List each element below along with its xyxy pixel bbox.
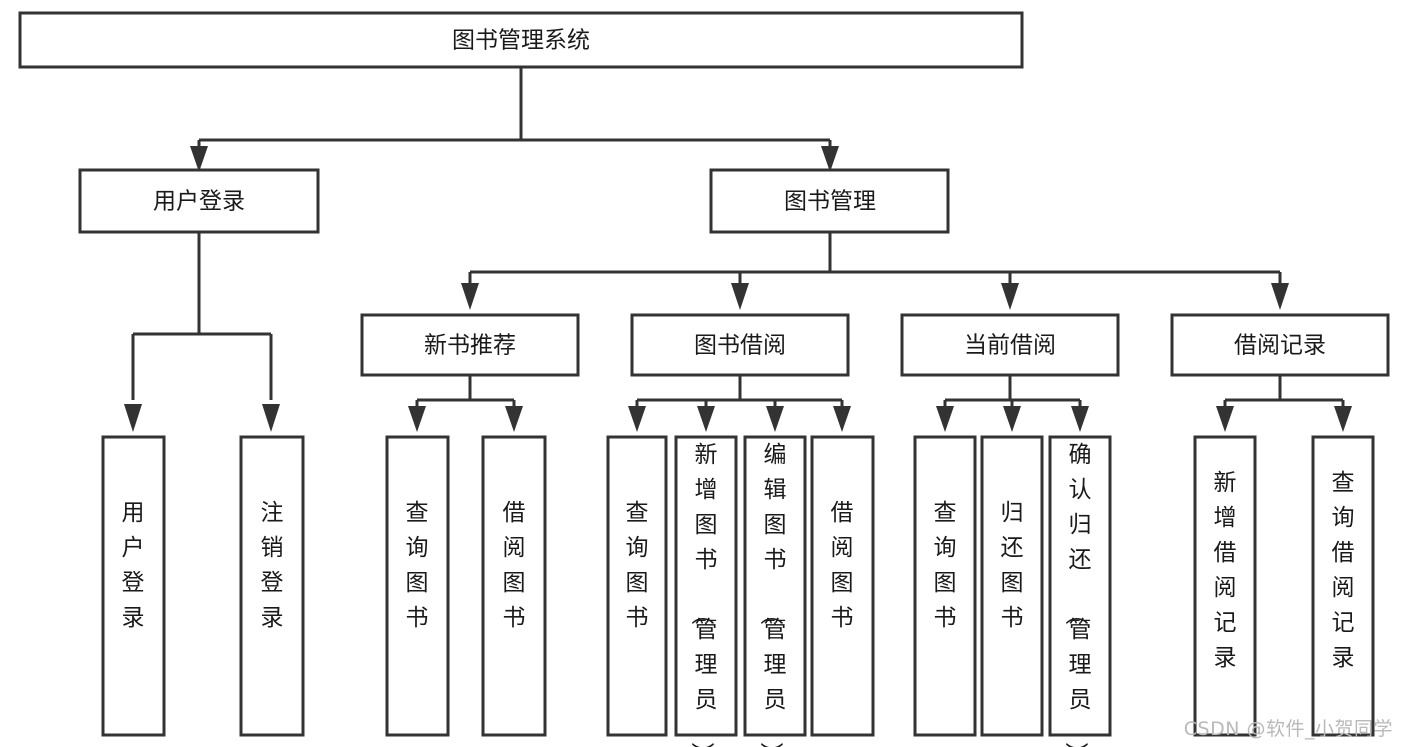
leaf-borrow-book-1-box[interactable] [481, 435, 547, 737]
arrow-to-leaf-confirm-return [1071, 406, 1089, 432]
leaf-query-book-3-label: 查询图书 [934, 500, 957, 631]
arrow-to-leaf-user-login [124, 404, 142, 432]
edge-bookborrow-to-leaves-bus [635, 375, 844, 408]
arrow-to-user-login [190, 146, 208, 172]
leaf-add-book-label: 新增图书（管理员） [689, 442, 718, 747]
node-new-book-recommend[interactable]: 新书推荐 [360, 313, 580, 377]
leaf-node-add-book-admin[interactable]: 新增图书（管理员） [674, 435, 738, 747]
root-label: 图书管理系统 [452, 28, 590, 54]
edge-root-to-level2-bus [197, 67, 832, 158]
arrow-to-leaf-edit-book [766, 406, 784, 432]
arrow-to-borrow-record [1271, 283, 1289, 310]
leaf-confirm-return-box[interactable] [1048, 435, 1112, 737]
book-management-box[interactable] [709, 168, 950, 234]
leaf-query-book-1-label: 查询图书 [406, 500, 429, 631]
edge-borrowrecord-to-leaves-bus [1223, 375, 1345, 408]
leaf-return-book-label: 归还图书 [1001, 500, 1024, 631]
leaf-borrow-book-1-label: 借阅图书 [503, 500, 526, 631]
leaf-add-record-box[interactable] [1193, 435, 1257, 737]
arrow-to-leaf-borrow-book-1 [505, 406, 523, 432]
book-borrow-box[interactable] [630, 313, 850, 377]
csdn-watermark: CSDN @软件_小贺同学 [1183, 718, 1393, 740]
edge-userlogin-to-leaves-bus [131, 232, 273, 400]
edge-currentborrow-to-leaves-bus [943, 375, 1082, 408]
leaf-node-add-borrow-record[interactable]: 新增借阅记录 [1193, 435, 1257, 737]
leaf-logout-label: 注销登录 [261, 500, 284, 631]
arrow-to-leaf-query-book-3 [936, 406, 954, 432]
leaf-query-record-box[interactable] [1311, 435, 1375, 737]
current-borrow-box[interactable] [900, 313, 1120, 377]
arrow-to-current-borrow [1001, 283, 1019, 310]
leaf-query-book-2-label: 查询图书 [626, 500, 649, 631]
leaf-user-login-box[interactable] [101, 435, 166, 737]
edge-newbook-to-leaves-bus [415, 375, 516, 408]
leaf-node-edit-book-admin[interactable]: 编辑图书（管理员） [743, 435, 807, 747]
leaf-node-query-borrow-record[interactable]: 查询借阅记录 [1311, 435, 1375, 737]
arrow-to-book-borrow [731, 283, 749, 310]
book-management-label: 图书管理 [784, 189, 876, 215]
leaf-node-user-login[interactable]: 用户登录 [101, 435, 166, 737]
leaf-query-record-label: 查询借阅记录 [1332, 470, 1355, 671]
arrow-to-leaf-return-book [1003, 406, 1021, 432]
new-book-recommend-box[interactable] [360, 313, 580, 377]
leaf-add-book-box[interactable] [674, 435, 738, 737]
arrow-to-leaf-borrow-book-2 [833, 406, 851, 432]
leaf-add-record-label: 新增借阅记录 [1214, 470, 1237, 671]
node-user-login[interactable]: 用户登录 [78, 168, 320, 234]
leaf-node-query-book-newbook[interactable]: 查询图书 [385, 435, 450, 737]
leaf-node-query-book-borrow[interactable]: 查询图书 [606, 435, 668, 737]
borrow-record-label: 借阅记录 [1234, 333, 1326, 359]
arrow-to-leaf-query-book-2 [628, 406, 646, 432]
arrow-to-leaf-logout [262, 404, 280, 432]
borrow-record-box[interactable] [1170, 313, 1390, 377]
leaf-node-query-book-current[interactable]: 查询图书 [913, 435, 977, 737]
leaf-node-return-book[interactable]: 归还图书 [980, 435, 1044, 737]
node-current-borrow[interactable]: 当前借阅 [900, 313, 1120, 377]
user-login-box[interactable] [78, 168, 320, 234]
leaf-query-book-3-box[interactable] [913, 435, 977, 737]
connector-layer [124, 67, 1352, 432]
current-borrow-label: 当前借阅 [964, 333, 1056, 359]
leaf-node-confirm-return-admin[interactable]: 确认归还（管理员） [1048, 435, 1112, 747]
node-borrow-record[interactable]: 借阅记录 [1170, 313, 1390, 377]
arrow-to-leaf-query-book-1 [408, 406, 426, 432]
root-box[interactable] [18, 11, 1024, 69]
node-book-borrow[interactable]: 图书借阅 [630, 313, 850, 377]
book-borrow-label: 图书借阅 [694, 333, 786, 359]
leaf-borrow-book-2-box[interactable] [810, 435, 875, 737]
leaf-edit-book-box[interactable] [743, 435, 807, 737]
arrow-to-leaf-add-record [1216, 406, 1234, 432]
leaf-borrow-book-2-label: 借阅图书 [831, 500, 854, 631]
leaf-edit-book-label: 编辑图书（管理员） [758, 442, 787, 747]
leaf-query-book-2-box[interactable] [606, 435, 668, 737]
leaf-user-login-label: 用户登录 [122, 500, 145, 631]
node-book-management[interactable]: 图书管理 [709, 168, 950, 234]
edge-bookmgmt-to-level3-bus [468, 232, 1282, 292]
leaf-query-book-1-box[interactable] [385, 435, 450, 737]
user-login-label: 用户登录 [153, 189, 245, 215]
arrow-to-leaf-add-book [697, 406, 715, 432]
arrow-to-book-mgmt [821, 146, 839, 172]
arrow-to-new-book-rec [461, 283, 479, 310]
leaf-node-borrow-book-borrow[interactable]: 借阅图书 [810, 435, 875, 737]
node-root-book-management-system[interactable]: 图书管理系统 [18, 11, 1024, 69]
leaf-node-borrow-book-newbook[interactable]: 借阅图书 [481, 435, 547, 737]
leaf-node-logout[interactable]: 注销登录 [239, 435, 305, 737]
arrow-to-leaf-query-record [1334, 406, 1352, 432]
leaf-logout-box[interactable] [239, 435, 305, 737]
new-book-recommend-label: 新书推荐 [424, 333, 516, 359]
leaf-confirm-return-label: 确认归还（管理员） [1063, 442, 1092, 747]
leaf-return-book-box[interactable] [980, 435, 1044, 737]
